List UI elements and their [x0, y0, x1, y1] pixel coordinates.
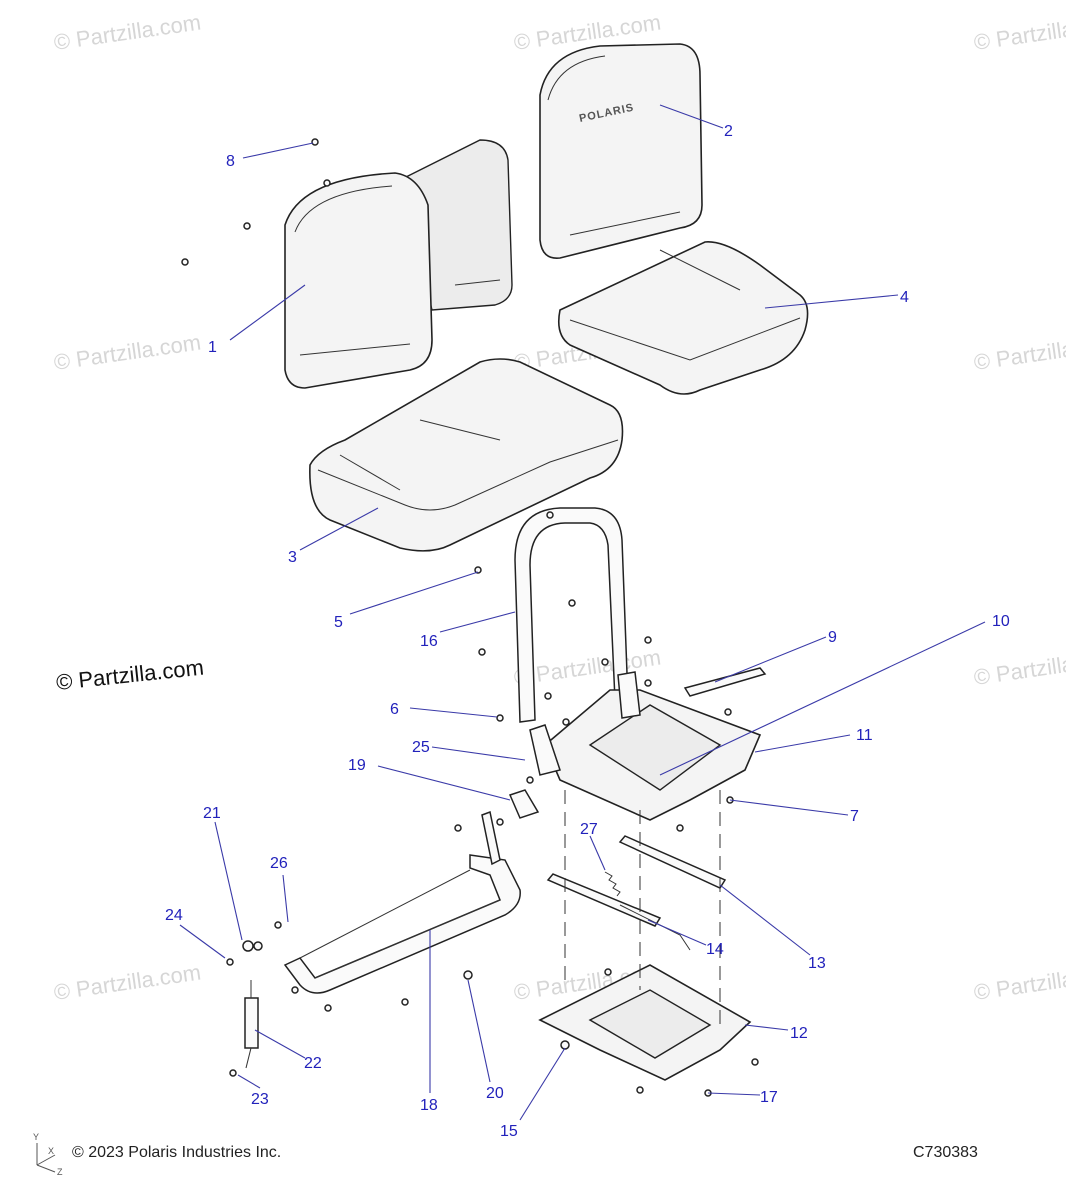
- callout-2: 2: [724, 123, 733, 140]
- callout-3: 3: [288, 549, 297, 566]
- seat-cushion-left: [309, 358, 624, 552]
- callout-6: 6: [390, 701, 399, 718]
- axis-z-label: Z: [57, 1167, 63, 1177]
- gas-strut: [244, 980, 259, 1069]
- seat-back-left: [284, 139, 513, 389]
- watermark: © Partzilla.com: [512, 645, 662, 690]
- callout-11: 11: [856, 727, 873, 744]
- callout-labels: 1 2 3 4 5 6 7 8 9 10 11 12 13 14 15 16 1…: [165, 123, 1010, 1140]
- brand-overlay: © Partzilla.com: [55, 655, 205, 695]
- callout-17: 17: [760, 1089, 778, 1106]
- watermark: © Partzilla.com: [972, 330, 1066, 375]
- callout-4: 4: [900, 289, 909, 306]
- bracket-strap: [683, 667, 767, 697]
- callout-19: 19: [348, 757, 366, 774]
- callout-1: 1: [208, 339, 217, 356]
- seat-base-pan: [529, 671, 762, 821]
- callout-23: 23: [251, 1091, 269, 1108]
- callout-7: 7: [850, 808, 859, 825]
- hinge: [508, 789, 540, 819]
- callout-18: 18: [420, 1097, 438, 1114]
- seat-back-right: POLARIS: [539, 43, 703, 259]
- watermark: © Partzilla.com: [972, 10, 1066, 55]
- callout-20: 20: [486, 1085, 504, 1102]
- watermark: © Partzilla.com: [972, 645, 1066, 690]
- callout-9: 9: [828, 629, 837, 646]
- callout-26: 26: [270, 855, 288, 872]
- watermark: © Partzilla.com: [52, 330, 202, 375]
- callout-24: 24: [165, 907, 183, 924]
- callout-10: 10: [992, 613, 1010, 630]
- copyright-text: © 2023 Polaris Industries Inc.: [72, 1144, 281, 1161]
- seat-frame-tube: [514, 507, 629, 723]
- callout-5: 5: [334, 614, 343, 631]
- callout-12: 12: [790, 1025, 808, 1042]
- watermark: © Partzilla.com: [972, 960, 1066, 1005]
- diagram-code: C730383: [913, 1144, 978, 1161]
- callout-27: 27: [580, 821, 598, 838]
- watermark: © Partzilla.com: [52, 960, 202, 1005]
- alignment-lines: [564, 790, 721, 1030]
- seat-rails: [546, 835, 727, 951]
- seat-cushion-right: [557, 241, 809, 395]
- watermark: © Partzilla.com: [52, 10, 202, 55]
- callout-21: 21: [203, 805, 221, 822]
- spring: [604, 871, 621, 897]
- callout-25: 25: [412, 739, 430, 756]
- axis-triad: Y X Z: [33, 1132, 63, 1177]
- bottom-plate: [538, 964, 752, 1081]
- pivot-frame: [283, 810, 521, 994]
- callout-13: 13: [808, 955, 826, 972]
- leader-lines: [179, 104, 986, 1121]
- axis-x-label: X: [48, 1146, 54, 1156]
- callout-22: 22: [304, 1055, 322, 1072]
- callout-16: 16: [420, 633, 438, 650]
- axis-y-label: Y: [33, 1132, 39, 1142]
- callout-14: 14: [706, 941, 724, 958]
- callout-8: 8: [226, 153, 235, 170]
- callout-15: 15: [500, 1123, 518, 1140]
- hardware: [181, 138, 759, 1097]
